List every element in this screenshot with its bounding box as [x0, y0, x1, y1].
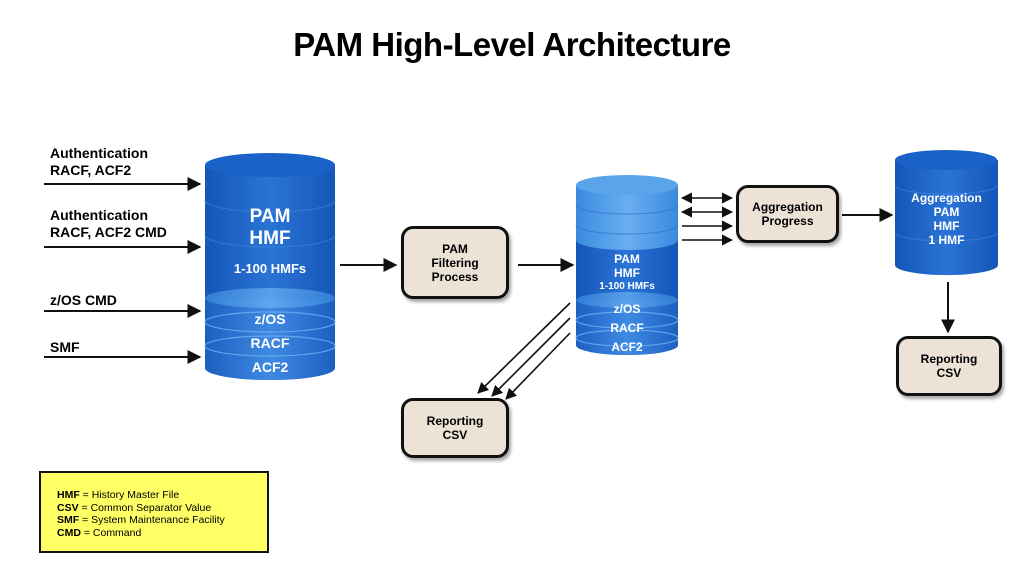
legend-row: HMF = History Master File — [57, 489, 180, 501]
legend-def: Command — [92, 526, 142, 539]
input-auth2-line1: Authentication — [50, 207, 148, 223]
left-db-sub: HMF — [249, 228, 291, 249]
right-db-label: Aggregation PAM HMF 1 HMF — [895, 191, 998, 247]
input-label-zos-cmd: z/OS CMD — [50, 292, 117, 308]
input-auth1-line1: Authentication — [50, 145, 148, 161]
mid-db-line1: PAM — [614, 252, 640, 266]
reporting-mid-line1: Reporting — [426, 414, 484, 428]
legend-row: CMD = Command — [57, 526, 142, 539]
input-label-smf: SMF — [50, 339, 80, 355]
right-db-line2: PAM — [933, 205, 960, 219]
filtering-process-box: PAM Filtering Process — [401, 226, 509, 299]
mid-db-layer-racf: RACF — [610, 321, 644, 335]
legend-def: Common Separator Value — [90, 501, 212, 514]
agg-line2: Progress — [761, 214, 814, 228]
legend-def: System Maintenance Facility — [91, 514, 225, 526]
mid-db-line3: 1-100 HMFs — [599, 281, 655, 292]
page-title: PAM High-Level Architecture — [293, 26, 731, 63]
right-db-line1: Aggregation — [911, 191, 982, 205]
input-label-authentication-1: Authentication RACF, ACF2 — [50, 145, 148, 179]
reporting-right-line1: Reporting — [920, 352, 978, 366]
left-db-layer-acf2: ACF2 — [251, 359, 289, 375]
mid-db-label: PAM HMF 1-100 HMFs — [576, 252, 678, 294]
input-auth1-line2: RACF, ACF2 — [50, 162, 132, 178]
right-db-line3: HMF — [933, 219, 960, 233]
filter-line2: Filtering — [431, 255, 479, 270]
left-db-layer-racf: RACF — [250, 335, 290, 351]
mid-db-layer-zos: z/OS — [613, 302, 641, 316]
input-label-authentication-2: Authentication RACF, ACF2 CMD — [50, 207, 167, 241]
diagonal-arrows-to-reporting — [477, 302, 571, 400]
reporting-csv-box-right: Reporting CSV — [896, 336, 1002, 396]
right-db-line4: 1 HMF — [928, 233, 965, 247]
agg-line1: Aggregation — [752, 200, 823, 214]
legend-box: HMF = History Master File CSV = Common S… — [39, 471, 269, 553]
reporting-right-line2: CSV — [936, 366, 962, 380]
middle-database-cylinder — [575, 175, 679, 355]
reporting-csv-box-middle: Reporting CSV — [401, 398, 509, 458]
input-arrows — [44, 177, 202, 364]
left-db-layer-zos: z/OS — [254, 311, 286, 327]
left-db-count: 1-100 HMFs — [233, 261, 307, 276]
legend-abbr: CSV — [57, 501, 79, 514]
reporting-mid-line2: CSV — [442, 428, 468, 442]
legend-abbr: HMF — [57, 489, 80, 501]
legend-row: CSV = Common Separator Value — [57, 501, 212, 514]
mid-agg-arrows — [680, 192, 734, 246]
left-db-label: PAM HMF — [205, 206, 335, 250]
legend-row: SMF = System Maintenance Facility — [57, 514, 225, 526]
input-auth2-line2: RACF, ACF2 CMD — [50, 224, 167, 240]
left-db-name: PAM — [249, 206, 291, 227]
legend-abbr: SMF — [57, 514, 80, 526]
filter-line3: Process — [431, 269, 479, 284]
right-database-cylinder — [894, 150, 999, 276]
mid-db-line2: HMF — [614, 266, 640, 280]
mid-db-layer-acf2: ACF2 — [611, 340, 643, 354]
legend-abbr: CMD — [57, 526, 81, 539]
left-database-cylinder — [204, 153, 336, 380]
filter-line1: PAM — [442, 241, 468, 256]
aggregation-progress-box: Aggregation Progress — [736, 185, 839, 243]
legend-def: History Master File — [91, 489, 180, 501]
